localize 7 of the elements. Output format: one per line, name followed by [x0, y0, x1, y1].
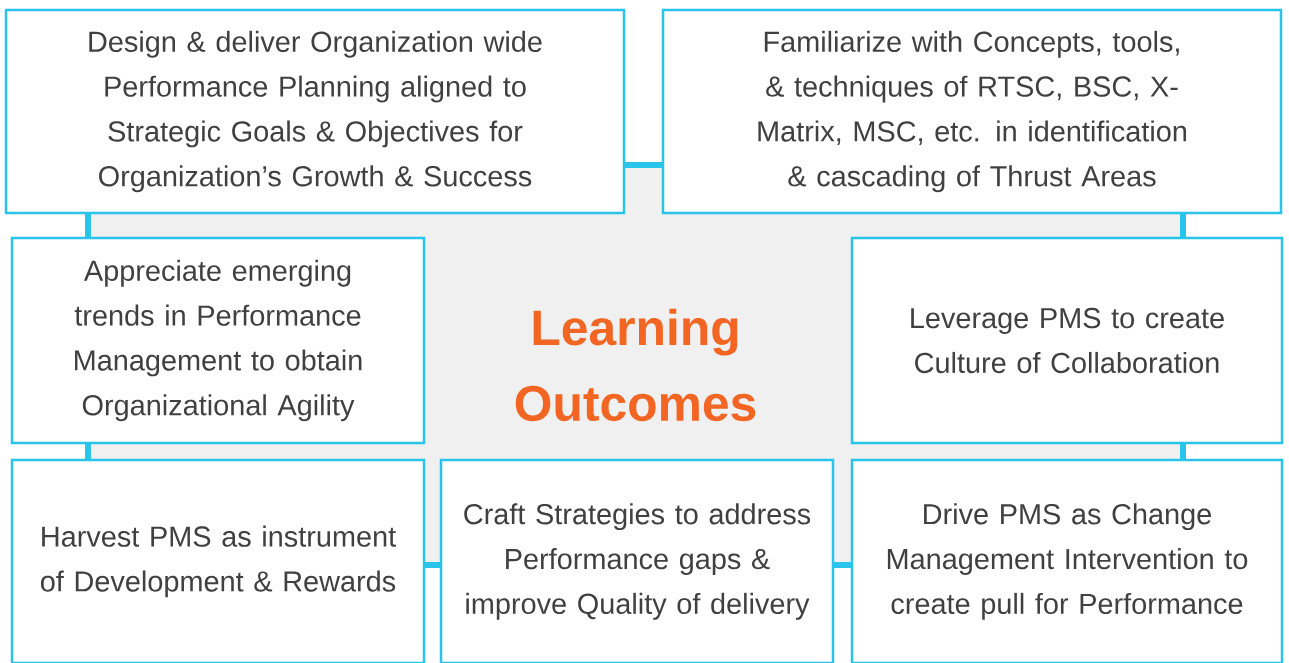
outcome-box: Harvest PMS as instrument of Development & Rewards — [10, 458, 426, 663]
outcome-box: Appreciate emerging trends in Performance Management to obtain Organizational Agility — [10, 236, 426, 445]
outcome-box: Design & deliver Organization wide Performance Planning aligned to Strategic Goals & Objectives for Organization’s Growth & Success — [4, 8, 626, 215]
outcome-box: Familiarize with Concepts, tools, & techniques of RTSC, BSC, X-Matrix, MSC, etc. in identification & cascading of Thrust Areas — [661, 8, 1283, 215]
outcome-box: Drive PMS as Change Management Intervention to create pull for Performance — [850, 458, 1284, 663]
outcome-box: Craft Strategies to address Performance gaps & improve Quality of delivery — [439, 458, 835, 663]
outcome-box: Leverage PMS to create Culture of Collaboration — [850, 236, 1284, 445]
